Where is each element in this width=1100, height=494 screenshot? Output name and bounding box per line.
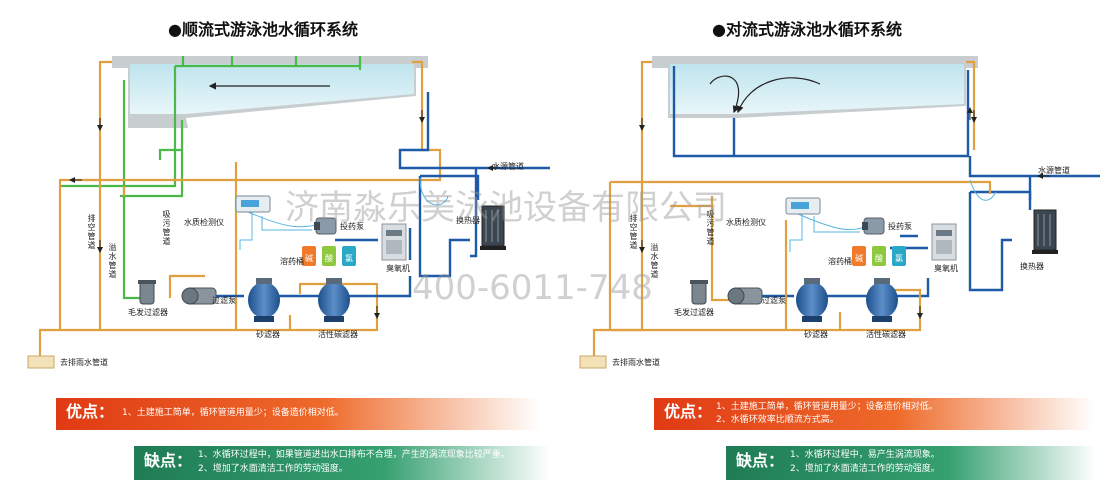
- label-hair-filter: 毛发过滤器: [128, 308, 168, 317]
- heat-exchanger: [1032, 209, 1058, 254]
- chem-tank-acid: [322, 246, 336, 266]
- hair-filter: [690, 280, 708, 305]
- label-drain: 去排雨水管道: [60, 358, 108, 367]
- pool-water: [130, 64, 414, 114]
- chem-tank-chlorine: [892, 246, 906, 266]
- label-acid: 酸: [325, 254, 333, 263]
- ozone-generator: [931, 223, 957, 261]
- label-chlorine: 氯: [345, 254, 353, 263]
- disadvantage-item: 2、增加了水面清洁工作的劳动强度。: [198, 464, 348, 474]
- disadvantages-label: 缺点：: [144, 451, 193, 470]
- disadvantages-band: 缺点： 1、水循环过程中，易产生涡流现象。 2、增加了水面清洁工作的劳动强度。: [726, 446, 1096, 480]
- label-dosing-pump: 投药泵: [340, 222, 364, 231]
- panel-title: ●顺流式游泳池水循环系统: [168, 20, 358, 39]
- flow-arrow: [736, 77, 821, 114]
- advantage-item: 2、水循环效率比顺流方式高。: [716, 415, 839, 425]
- panel-title: ●对流式游泳池水循环系统: [712, 20, 902, 39]
- label-dissolve-tank: 溶药桶: [280, 257, 304, 266]
- sand-filter: [796, 278, 828, 322]
- label-empty-pipe: 排空管道: [629, 214, 638, 250]
- dosing-pump: [314, 217, 337, 235]
- label-dissolve-tank: 溶药桶: [828, 257, 852, 266]
- filter-pump: [181, 287, 217, 305]
- cocurrent-panel: ●顺流式游泳池水循环系统: [27, 20, 550, 480]
- green-pipes: [60, 56, 362, 300]
- advantage-item: 1、土建施工简单，循环管道用量少；设备造价相对低。: [122, 408, 344, 418]
- carbon-filter: [866, 278, 898, 322]
- chem-tank-alkali: [852, 246, 866, 266]
- drain-outlet: [27, 355, 55, 369]
- pool: [652, 56, 978, 118]
- orange-pipes: [38, 60, 442, 360]
- watermark-company: 济南淼乐美泳池设备有限公司: [285, 188, 727, 228]
- label-acid: 酸: [875, 254, 883, 263]
- pool: [112, 56, 428, 128]
- heat-exchanger: [480, 205, 506, 250]
- chem-tank-chlorine: [342, 246, 356, 266]
- advantages-label: 优点：: [664, 402, 713, 421]
- label-carbon-filter: 活性碳滤器: [318, 330, 358, 339]
- label-alkali: 碱: [305, 254, 313, 263]
- disadvantage-item: 1、水循环过程中，易产生涡流现象。: [790, 450, 940, 460]
- sand-filter: [248, 278, 280, 322]
- drain-outlet: [579, 355, 607, 369]
- advantages-label: 优点：: [66, 402, 115, 421]
- label-carbon-filter: 活性碳滤器: [866, 330, 906, 339]
- label-suction-pipe: 吸污管道: [162, 210, 171, 246]
- label-heat-exchanger: 换热器: [1020, 262, 1044, 271]
- label-suction-pipe: 吸污管道: [706, 210, 715, 246]
- cocurrent-diagram: [27, 56, 550, 369]
- label-quality-meter: 水质检测仪: [726, 218, 766, 227]
- watermark-phone: 400-6011-748: [412, 268, 653, 308]
- label-dosing-pump: 投药泵: [888, 222, 912, 231]
- label-sand-filter: 砂滤器: [256, 330, 280, 339]
- flow-arrow: [709, 75, 740, 114]
- label-ozone: 臭氧机: [386, 264, 410, 273]
- signal-lines: [789, 179, 997, 252]
- label-filter-pump: 过滤泵: [762, 296, 786, 305]
- advantage-item: 1、土建施工简单，循环管道用量少；设备造价相对低。: [716, 402, 938, 412]
- disadvantages-label: 缺点：: [736, 451, 785, 470]
- countercurrent-panel: ●对流式游泳池水循环系统: [550, 0, 1100, 494]
- label-ozone: 臭氧机: [934, 264, 958, 273]
- water-quality-meter: [785, 197, 821, 215]
- advantages-band: 优点： 1、土建施工简单，循环管道用量少；设备造价相对低。 2、水循环效率比顺流…: [654, 398, 1094, 430]
- disadvantage-item: 1、水循环过程中，如果管道进出水口排布不合理，产生的涡流现象比较严重。: [198, 450, 510, 460]
- label-chlorine: 氯: [895, 254, 903, 263]
- label-water-main: 水源管道: [492, 162, 524, 171]
- label-heat-exchanger: 换热器: [456, 216, 480, 225]
- label-sand-filter: 砂滤器: [804, 330, 828, 339]
- label-filter-pump: 过滤泵: [212, 296, 236, 305]
- label-alkali: 碱: [855, 254, 863, 263]
- filter-pump: [727, 287, 763, 305]
- label-hair-filter: 毛发过滤器: [674, 308, 714, 317]
- label-empty-pipe: 排空管道: [87, 214, 96, 250]
- blue-pipes: [672, 66, 1100, 298]
- label-drain: 去排雨水管道: [612, 358, 660, 367]
- label-overflow-pipe: 溢水管道: [108, 243, 117, 279]
- countercurrent-diagram: [579, 56, 1100, 369]
- label-overflow-pipe: 溢水管道: [650, 243, 659, 279]
- label-water-main: 水源管道: [1038, 166, 1070, 175]
- chem-tank-acid: [872, 246, 886, 266]
- carbon-filter: [318, 278, 350, 322]
- dosing-pump: [862, 217, 885, 235]
- water-quality-meter: [235, 195, 271, 213]
- disadvantage-item: 2、增加了水面清洁工作的劳动强度。: [790, 464, 940, 474]
- disadvantages-band: 缺点： 1、水循环过程中，如果管道进出水口排布不合理，产生的涡流现象比较严重。 …: [134, 446, 550, 480]
- ozone-generator: [381, 223, 407, 261]
- chem-tank-alkali: [302, 246, 316, 266]
- hair-filter: [138, 280, 156, 305]
- label-quality-meter: 水质检测仪: [184, 218, 224, 227]
- orange-pipes: [592, 60, 992, 360]
- advantages-band: 优点： 1、土建施工简单，循环管道用量少；设备造价相对低。: [56, 398, 540, 430]
- blue-pipes: [216, 92, 550, 298]
